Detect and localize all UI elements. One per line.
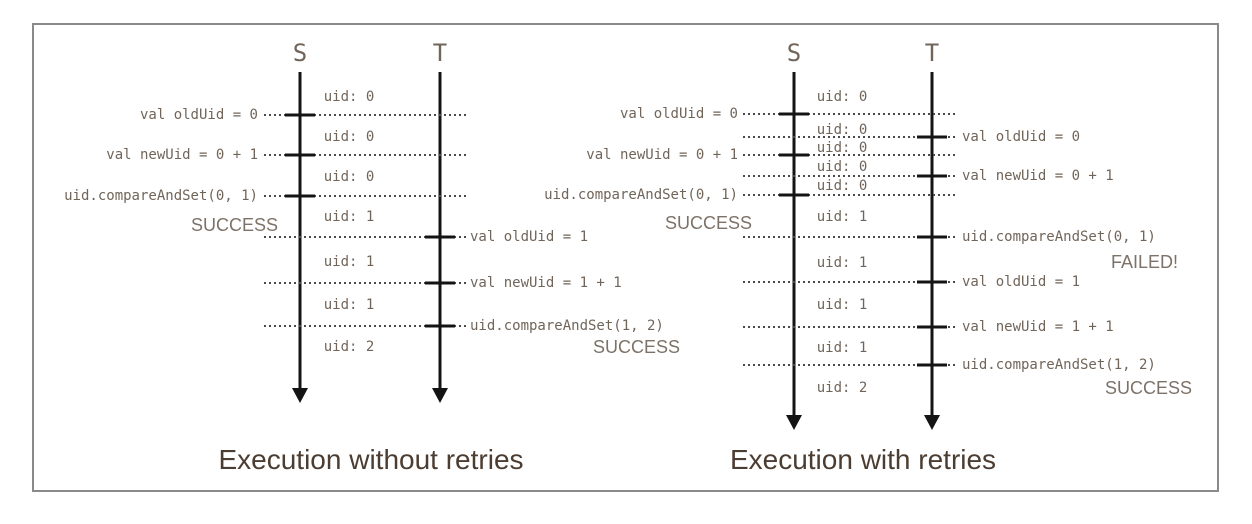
uid-state-label: uid: 1 xyxy=(323,209,375,225)
timeline-label-t: T xyxy=(432,39,448,67)
event-dotted-line xyxy=(743,113,957,115)
event-tick xyxy=(779,112,809,116)
event-result-label: FAILED! xyxy=(1110,252,1178,272)
timeline-arrowhead-icon-s xyxy=(292,388,308,403)
event-tick xyxy=(425,324,455,328)
uid-state-label: uid: 0 xyxy=(323,129,375,145)
uid-state-label: uid: 1 xyxy=(323,254,375,270)
uid-state-label: uid: 2 xyxy=(323,339,375,355)
event-label: val oldUid = 0 xyxy=(962,129,1081,145)
event-dotted-line xyxy=(264,325,466,327)
caption-without-retries: Execution without retries xyxy=(218,444,524,475)
timeline-label-s: S xyxy=(786,39,802,67)
event-label: uid.compareAndSet(0, 1) xyxy=(962,229,1156,245)
uid-state-label: uid: 2 xyxy=(816,380,868,396)
timeline-label-t: T xyxy=(924,39,940,67)
event-dotted-line xyxy=(743,175,957,177)
event-tick xyxy=(285,194,315,198)
timeline-line-s xyxy=(298,72,302,388)
event-dotted-line xyxy=(743,154,957,156)
event-dotted-line xyxy=(264,154,466,156)
event-tick xyxy=(917,363,947,367)
event-tick xyxy=(285,113,315,117)
event-label: uid.compareAndSet(1, 2) xyxy=(962,357,1156,373)
uid-state-label: uid: 0 xyxy=(323,89,375,105)
caption-with-retries: Execution with retries xyxy=(729,444,997,475)
event-dotted-line xyxy=(264,236,466,238)
timeline-arrowhead-icon-t xyxy=(924,415,940,430)
event-dotted-line xyxy=(743,136,957,138)
figure-border-frame xyxy=(32,23,1219,492)
event-label: uid.compareAndSet(0, 1) xyxy=(64,188,258,204)
event-dotted-line xyxy=(743,194,957,196)
event-tick xyxy=(917,280,947,284)
event-result-label: SUCCESS xyxy=(1104,378,1192,398)
event-label: uid.compareAndSet(0, 1) xyxy=(544,187,738,203)
event-tick xyxy=(917,174,947,178)
uid-state-label: uid: 0 xyxy=(816,140,868,156)
uid-state-label: uid: 1 xyxy=(816,340,868,356)
uid-state-label: uid: 0 xyxy=(323,169,375,185)
event-dotted-line xyxy=(743,236,957,238)
event-label: val oldUid = 0 xyxy=(139,107,258,123)
timeline-arrowhead-icon-t xyxy=(432,388,448,403)
event-label: uid.compareAndSet(1, 2) xyxy=(470,318,664,334)
event-label: val newUid = 1 + 1 xyxy=(962,319,1114,335)
event-tick xyxy=(425,281,455,285)
event-dotted-line xyxy=(743,281,957,283)
event-label: val newUid = 0 + 1 xyxy=(962,168,1114,184)
event-result-label: SUCCESS xyxy=(190,215,278,235)
event-result-label: SUCCESS xyxy=(592,337,680,357)
timeline-line-t xyxy=(438,72,442,388)
uid-state-label: uid: 1 xyxy=(323,297,375,313)
event-label: val oldUid = 0 xyxy=(619,106,738,122)
event-dotted-line xyxy=(743,326,957,328)
event-tick xyxy=(917,135,947,139)
event-result-label: SUCCESS xyxy=(664,213,752,233)
event-dotted-line xyxy=(264,282,466,284)
uid-state-label: uid: 0 xyxy=(816,178,868,194)
event-dotted-line xyxy=(743,364,957,366)
event-tick xyxy=(917,325,947,329)
event-label: val oldUid = 1 xyxy=(470,229,589,245)
uid-state-label: uid: 1 xyxy=(816,255,868,271)
event-dotted-line xyxy=(264,195,466,197)
event-tick xyxy=(779,193,809,197)
event-tick xyxy=(425,235,455,239)
event-tick xyxy=(779,153,809,157)
event-tick xyxy=(917,235,947,239)
uid-state-label: uid: 1 xyxy=(816,297,868,313)
event-label: val newUid = 0 + 1 xyxy=(586,147,738,163)
timeline-line-s xyxy=(792,72,796,415)
event-label: val newUid = 1 + 1 xyxy=(470,275,622,291)
uid-state-label: uid: 0 xyxy=(816,159,868,175)
uid-state-label: uid: 0 xyxy=(816,89,868,105)
event-label: val newUid = 0 + 1 xyxy=(106,147,258,163)
timeline-arrowhead-icon-s xyxy=(786,415,802,430)
event-dotted-line xyxy=(264,114,466,116)
event-tick xyxy=(285,153,315,157)
timeline-label-s: S xyxy=(292,39,308,67)
timeline-line-t xyxy=(930,72,934,415)
uid-state-label: uid: 1 xyxy=(816,209,868,225)
uid-state-label: uid: 0 xyxy=(816,122,868,138)
event-label: val oldUid = 1 xyxy=(962,274,1081,290)
